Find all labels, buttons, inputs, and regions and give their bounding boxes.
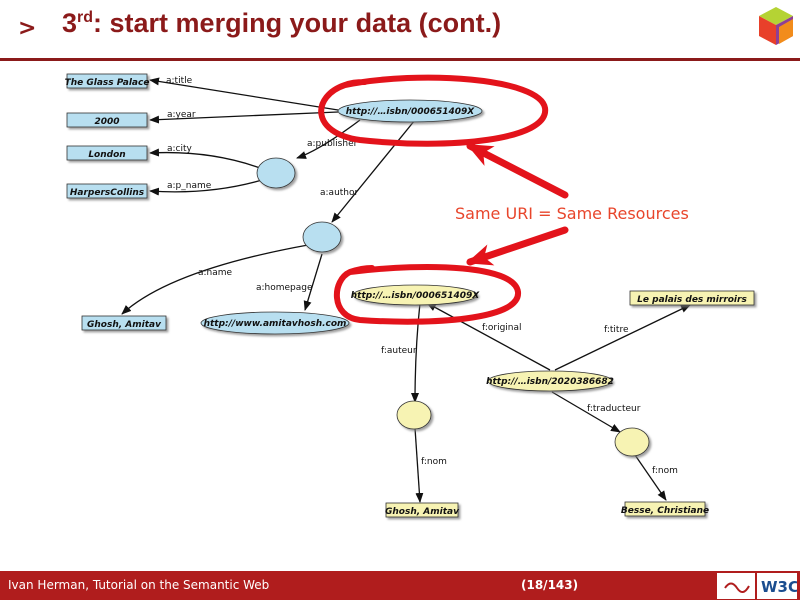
literal-city: London — [88, 150, 125, 160]
edge-original — [426, 302, 551, 371]
literal-traducteur-nom: Besse, Christiane — [621, 506, 709, 516]
edge-publisher — [296, 119, 361, 159]
label-original: f:original — [482, 323, 522, 333]
uri-original: http://…isbn/000651409X — [351, 291, 481, 301]
node-traducteur-blank — [614, 427, 650, 457]
edge-homepage — [303, 253, 323, 311]
node-auteur-blank — [396, 400, 432, 430]
literal-auteur-nom: Ghosh, Amitav — [385, 507, 460, 517]
red-arrow-lower — [466, 226, 569, 266]
label-titre: f:titre — [604, 325, 629, 335]
label-auteur: f:auteur — [381, 346, 417, 356]
literal-box-titre — [629, 290, 755, 306]
footer-author: Ivan Herman, Tutorial on the Semantic We… — [8, 578, 270, 592]
label-publisher: a:publisher — [307, 139, 358, 149]
title-rest: : start merging your data (cont.) — [93, 8, 502, 38]
callout-text: Same URI = Same Resources — [455, 204, 689, 223]
svg-text:W3C: W3C — [761, 578, 797, 596]
title-bullet: > — [18, 16, 37, 41]
uri-translation: http://…isbn/2020386682 — [486, 377, 614, 387]
literal-box-title — [66, 73, 148, 89]
edge-author — [331, 119, 416, 223]
label-year: a:year — [167, 110, 196, 120]
literal-year: 2000 — [94, 117, 119, 127]
edge-auteur — [411, 302, 421, 403]
literal-title: The Glass Palace — [65, 78, 150, 88]
label-title: a:title — [166, 76, 193, 86]
label-name: a:name — [198, 268, 233, 278]
edge-titre — [554, 304, 691, 371]
edge-name — [121, 244, 309, 315]
literal-author-name: Ghosh, Amitav — [87, 320, 162, 330]
label-author: a:author — [320, 188, 359, 198]
title-superscript: rd — [77, 9, 94, 26]
literal-box-author-name — [81, 315, 167, 331]
w3c-logo-icon — [757, 573, 797, 599]
edge-year — [149, 111, 339, 124]
edge-nom1 — [414, 427, 424, 503]
node-translation-uri — [487, 370, 613, 392]
red-circle-upper — [318, 74, 549, 147]
node-book-uri — [337, 99, 483, 123]
title-prefix: 3 — [62, 8, 78, 38]
red-circle-lower — [334, 264, 521, 325]
literal-box-year — [66, 112, 148, 128]
title-divider — [0, 58, 800, 61]
node-homepage — [200, 311, 350, 335]
uri-homepage: http://www.amitavhosh.com — [204, 319, 347, 329]
slide-title: 3rd: start merging your data (cont.) — [62, 8, 501, 39]
literal-publisher-name: HarpersCollins — [70, 188, 145, 198]
literal-box-publisher-name — [66, 183, 148, 199]
literal-box-auteur-nom — [385, 502, 459, 518]
label-traducteur: f:traducteur — [587, 404, 641, 414]
footer-logos: W3C — [717, 573, 797, 599]
edge-city — [149, 148, 261, 169]
page-counter: (18/143) — [521, 578, 579, 592]
uri-book: http://…isbn/000651409X — [346, 107, 476, 117]
node-author-blank — [302, 221, 342, 253]
literal-box-traducteur-nom — [624, 501, 706, 517]
edge-traducteur — [551, 391, 621, 433]
label-nom2: f:nom — [652, 466, 678, 476]
node-original-uri — [352, 284, 478, 306]
edge-title — [149, 77, 339, 111]
node-publisher-blank — [256, 157, 296, 189]
edge-p-name — [149, 179, 263, 196]
edge-nom2 — [634, 454, 667, 501]
literal-box-city — [66, 145, 148, 161]
label-p-name: a:p_name — [167, 181, 212, 191]
literal-titre: Le palais des mirroirs — [637, 295, 747, 305]
label-homepage: a:homepage — [256, 283, 313, 293]
label-city: a:city — [167, 144, 193, 154]
footer-bar: Ivan Herman, Tutorial on the Semantic We… — [0, 571, 800, 600]
label-nom1: f:nom — [421, 457, 447, 467]
cube-logo-icon — [759, 7, 793, 45]
red-arrow-upper — [466, 142, 569, 199]
